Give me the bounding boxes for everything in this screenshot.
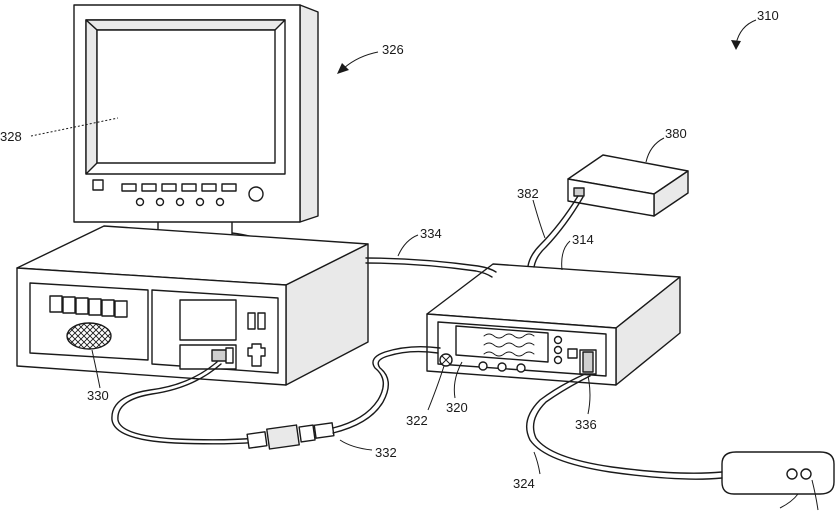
computer-switch-1: [248, 313, 255, 329]
label-314: 314: [572, 232, 594, 247]
unit-square-button: [568, 349, 577, 358]
leader-382: [533, 200, 545, 238]
cable-324-a: [527, 374, 722, 479]
computer: [17, 226, 368, 385]
leader-310: [736, 20, 756, 44]
label-310: 310: [757, 8, 779, 23]
leader-326: [344, 52, 378, 68]
leader-332: [340, 440, 372, 450]
sensor-pad: [722, 452, 834, 494]
unit-connector-plug: [583, 352, 593, 372]
unit-knob-2: [498, 363, 506, 371]
sensor-led-1: [787, 469, 797, 479]
label-380: 380: [665, 126, 687, 141]
inline-connector: [247, 423, 334, 449]
label-324: 324: [513, 476, 535, 491]
monitor-screen-left-bevel: [86, 20, 97, 174]
unit-knob-1: [479, 362, 487, 370]
arrowhead-326: [337, 63, 349, 74]
cable-334-a: [366, 258, 496, 272]
monitor-power-switch: [93, 180, 103, 190]
leader-314: [562, 241, 570, 270]
unit-button-3: [555, 357, 562, 364]
monitor-screen-top-bevel: [86, 20, 285, 30]
unit-knob-3: [517, 364, 525, 372]
leader-324: [534, 452, 540, 474]
unit-button-1: [555, 337, 562, 344]
computer-switch-2: [258, 313, 265, 329]
computer-speaker-grille: [67, 323, 111, 349]
cable-324-b: [534, 376, 722, 473]
monitor: [74, 5, 318, 255]
computer-plug-head: [226, 348, 233, 363]
control-unit-display: [456, 326, 548, 362]
control-unit: [427, 264, 680, 385]
module-380: [568, 155, 688, 216]
sensor-body: [722, 452, 834, 494]
label-326: 326: [382, 42, 404, 57]
monitor-screen: [97, 30, 275, 163]
leader-334: [398, 235, 418, 256]
label-320: 320: [446, 400, 468, 415]
label-328: 328: [0, 129, 22, 144]
unit-button-2: [555, 347, 562, 354]
label-332: 332: [375, 445, 397, 460]
leader-322: [428, 366, 444, 410]
cable-382-a: [528, 196, 578, 266]
label-336: 336: [575, 417, 597, 432]
leader-380: [646, 138, 664, 162]
sensor-lead-1: [780, 494, 798, 508]
label-322: 322: [406, 413, 428, 428]
sensor-led-2: [801, 469, 811, 479]
arrowhead-310: [731, 40, 741, 50]
label-334: 334: [420, 226, 442, 241]
label-382: 382: [517, 186, 539, 201]
module-plug: [574, 188, 584, 196]
label-330: 330: [87, 388, 109, 403]
monitor-side: [300, 5, 318, 222]
